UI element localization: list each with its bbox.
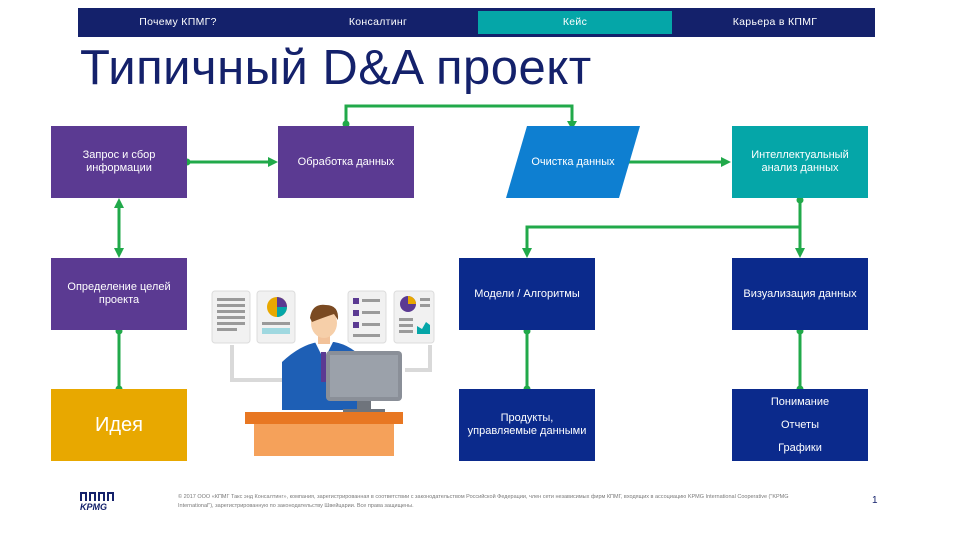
box-mining: Интеллектуальный анализ данных	[732, 126, 868, 198]
page-number: 1	[872, 495, 878, 506]
analyst-illustration	[245, 304, 403, 456]
footer-copyright: © 2017 ООО «КПМГ Такс энд Консалтинг», к…	[178, 494, 789, 509]
nav-item-case[interactable]: Кейс	[478, 11, 672, 34]
nav-item-consulting[interactable]: Консалтинг	[348, 16, 408, 28]
box-processing: Обработка данных	[278, 126, 414, 198]
logo-text: KPMG	[80, 502, 107, 512]
box-cleaning: Очистка данных	[531, 155, 615, 168]
box-products: Продукты, управляемые данными	[459, 389, 595, 461]
box-visualization: Визуализация данных	[732, 258, 868, 330]
box-insight: Понимание Отчеты Графики	[732, 389, 868, 461]
kpmg-logo: KPMG	[78, 490, 118, 517]
box-idea: Идея	[51, 389, 187, 461]
nav-item-career[interactable]: Карьера в КПМГ	[732, 16, 818, 28]
insight-item: Графики	[778, 441, 822, 454]
box-request: Запрос и сбор информации	[51, 126, 187, 198]
box-models: Модели / Алгоритмы	[459, 258, 595, 330]
nav-item-why-kpmg[interactable]: Почему КПМГ?	[139, 16, 217, 28]
top-nav: Почему КПМГ? Консалтинг Кейс Карьера в К…	[78, 8, 875, 37]
insight-item: Отчеты	[780, 418, 820, 431]
cleaning-shape	[506, 126, 640, 198]
report-icons-illustration	[211, 290, 435, 382]
page-title: Типичный D&A проект	[80, 41, 592, 95]
box-goals: Определение целей проекта	[51, 258, 187, 330]
insight-item: Понимание	[770, 395, 830, 408]
